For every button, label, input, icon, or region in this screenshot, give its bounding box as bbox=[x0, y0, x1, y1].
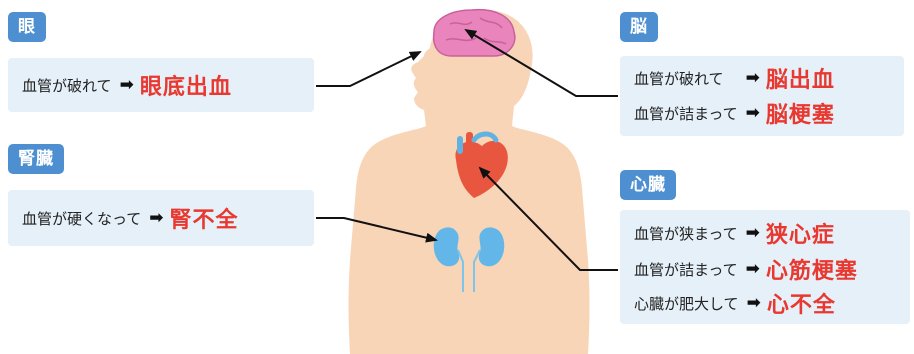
brain-tag: 脳 bbox=[620, 12, 658, 42]
eye-box: 血管が破れて ➡ 眼底出血 bbox=[8, 58, 314, 112]
heart-box: 血管が狭まって ➡ 狭心症 血管が詰まって ➡ 心筋梗塞 心臓が肥大して ➡ 心… bbox=[620, 210, 910, 324]
kidney-row: 血管が硬くなって ➡ 腎不全 bbox=[8, 201, 314, 235]
kidney-box: 血管が硬くなって ➡ 腎不全 bbox=[8, 190, 314, 246]
right-arrow-icon: ➡ bbox=[746, 223, 760, 243]
result-text: 眼底出血 bbox=[140, 69, 232, 101]
result-text: 心筋梗塞 bbox=[766, 253, 858, 285]
eye-tag: 眼 bbox=[8, 12, 46, 42]
heart-row-3: 心臓が肥大して ➡ 心不全 bbox=[620, 286, 910, 320]
eye-row: 血管が破れて ➡ 眼底出血 bbox=[8, 68, 314, 102]
result-text: 腎不全 bbox=[170, 202, 239, 234]
right-arrow-icon: ➡ bbox=[746, 103, 760, 123]
heart-row-2: 血管が詰まって ➡ 心筋梗塞 bbox=[620, 252, 910, 286]
result-text: 心不全 bbox=[767, 287, 836, 319]
cause-text: 血管が破れて bbox=[634, 68, 724, 89]
right-arrow-icon: ➡ bbox=[747, 293, 761, 313]
heart-tag: 心臓 bbox=[620, 170, 676, 200]
heart-row-1: 血管が狭まって ➡ 狭心症 bbox=[620, 216, 910, 250]
result-text: 脳出血 bbox=[766, 62, 835, 94]
cause-text: 血管が硬くなって bbox=[22, 208, 141, 229]
cause-text: 血管が破れて bbox=[22, 75, 112, 96]
eye-connector-arrow bbox=[316, 52, 420, 86]
cause-text: 血管が詰まって bbox=[634, 259, 738, 280]
right-arrow-icon: ➡ bbox=[746, 68, 760, 88]
brain-icon bbox=[434, 10, 515, 56]
right-arrow-icon: ➡ bbox=[746, 259, 760, 279]
right-arrow-icon: ➡ bbox=[120, 75, 134, 95]
result-text: 狭心症 bbox=[766, 217, 835, 249]
cause-text: 血管が狭まって bbox=[634, 223, 738, 244]
kidney-tag: 腎臓 bbox=[8, 144, 64, 174]
cause-text: 血管が詰まって bbox=[634, 103, 738, 124]
right-arrow-icon: ➡ bbox=[149, 208, 163, 228]
brain-box: 血管が破れて ➡ 脳出血 血管が詰まって ➡ 脳梗塞 bbox=[620, 56, 904, 136]
cause-text: 心臓が肥大して bbox=[634, 293, 739, 314]
result-text: 脳梗塞 bbox=[766, 97, 835, 129]
brain-row-2: 血管が詰まって ➡ 脳梗塞 bbox=[620, 96, 904, 130]
brain-row-1: 血管が破れて ➡ 脳出血 bbox=[620, 61, 904, 95]
